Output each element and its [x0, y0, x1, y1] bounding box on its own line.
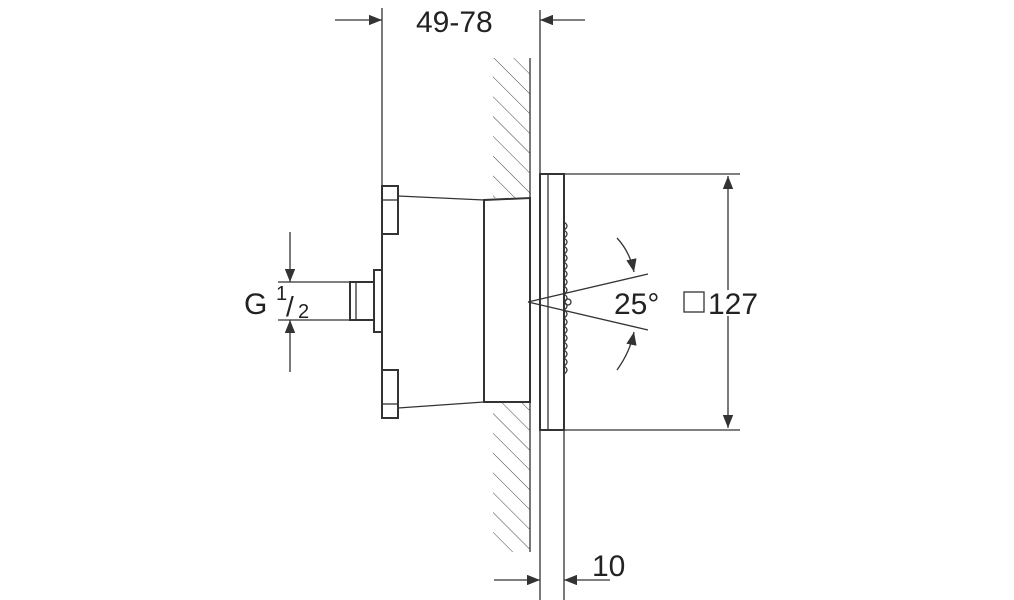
shower-plate — [539, 173, 572, 431]
square-size-label: 127 — [708, 288, 758, 321]
thread-slash: / — [286, 291, 294, 322]
top-width-label: 49-78 — [416, 6, 493, 39]
thread-numerator: 1 — [276, 283, 287, 305]
wall — [493, 10, 541, 600]
size-dimension — [564, 173, 740, 431]
thread-dimension — [278, 232, 350, 372]
plate-thickness-label: 10 — [592, 550, 625, 583]
valve-body — [349, 185, 531, 419]
thread-label: G 1 / 2 — [244, 283, 309, 323]
square-symbol-icon — [683, 291, 705, 313]
thread-denominator: 2 — [298, 301, 309, 323]
bottom-dimension — [494, 430, 610, 600]
thread-prefix: G — [244, 288, 267, 321]
spray-angle — [527, 237, 649, 371]
spray-angle-label: 25° — [614, 288, 659, 321]
